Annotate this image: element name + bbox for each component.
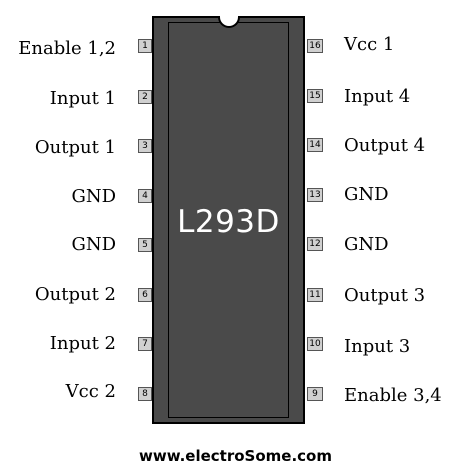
pin-13-label: GND [344, 184, 389, 205]
pin-13-box: 13 [307, 188, 323, 202]
pin-10-box: 10 [307, 337, 323, 351]
pin-3-label: Output 1 [34, 137, 116, 158]
pin-3-box: 3 [138, 139, 152, 153]
pin-8-label: Vcc 2 [65, 381, 116, 402]
pin-15-box: 15 [307, 89, 323, 103]
ic-chip-body: L293D [152, 16, 305, 424]
pin-14-box: 14 [307, 138, 323, 152]
pin-1-label: Enable 1,2 [18, 38, 116, 59]
website-footer: www.electroSome.com [138, 447, 332, 465]
pin-11-box: 11 [307, 288, 323, 302]
pin-14-label: Output 4 [344, 135, 426, 156]
pin-6-box: 6 [138, 288, 152, 302]
pin-9-label: Enable 3,4 [344, 385, 442, 406]
pin-8-box: 8 [138, 387, 152, 401]
pin-5-box: 5 [138, 238, 152, 252]
pin-16-box: 16 [307, 39, 323, 53]
pin-15-label: Input 4 [344, 86, 411, 107]
pin-2-box: 2 [138, 90, 152, 104]
chip-name: L293D [177, 204, 280, 240]
pin-16-label: Vcc 1 [344, 34, 395, 55]
pin-1-box: 1 [138, 39, 152, 53]
pin-7-box: 7 [138, 337, 152, 351]
pin-2-label: Input 1 [49, 88, 116, 109]
pin-5-label: GND [71, 234, 116, 255]
ic-chip-inner [168, 22, 289, 418]
pin-6-label: Output 2 [34, 284, 116, 305]
pin-9-box: 9 [307, 387, 323, 401]
pin-7-label: Input 2 [49, 333, 116, 354]
pin-4-label: GND [71, 186, 116, 207]
pin-12-label: GND [344, 234, 389, 255]
pin-10-label: Input 3 [344, 336, 411, 357]
pin-11-label: Output 3 [344, 285, 426, 306]
pin-4-box: 4 [138, 189, 152, 203]
pin-12-box: 12 [307, 237, 323, 251]
